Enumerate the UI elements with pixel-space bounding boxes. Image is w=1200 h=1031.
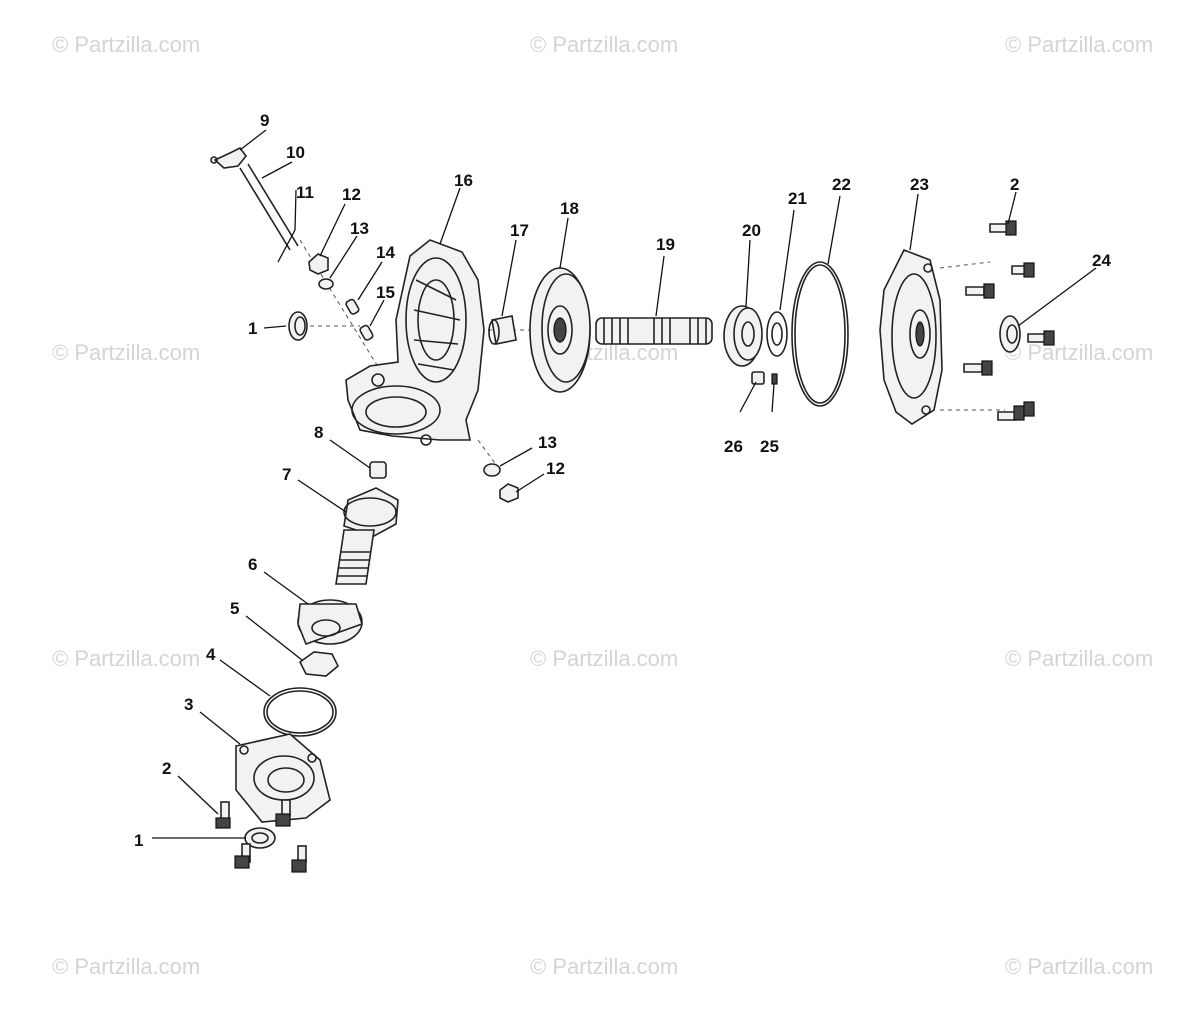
watermark: © Partzilla.com [1005,646,1153,671]
callout-labels: 9 10 11 12 13 14 15 1 16 17 18 19 20 21 … [134,111,1111,850]
callout-2-right: 2 [1010,175,1019,194]
part-20-bearing [723,305,763,367]
part-5-nut [298,651,339,677]
part-12-plug-upper [308,253,329,275]
watermark: © Partzilla.com [1005,32,1153,57]
callout-14: 14 [376,243,395,262]
part-25-pin [771,373,778,385]
part-6-bearing [297,599,363,646]
watermark: © Partzilla.com [52,954,200,979]
callout-19: 19 [656,235,675,254]
callout-20: 20 [742,221,761,240]
callout-8: 8 [314,423,323,442]
callout-16: 16 [454,171,473,190]
callout-13-lower: 13 [538,433,557,452]
callout-1-upper: 1 [248,319,257,338]
part-2-bolts-lower [215,799,307,873]
part-23-cover [879,248,943,425]
callout-13-upper: 13 [350,219,369,238]
callout-9: 9 [260,111,269,130]
part-12-plug-lower [499,483,519,503]
callout-11: 11 [296,183,314,202]
part-21-shim [766,311,788,357]
watermarks: © Partzilla.com © Partzilla.com © Partzi… [52,32,1153,979]
part-24-seal [999,315,1021,353]
part-2-bolts-right [963,220,1055,421]
callout-24: 24 [1092,251,1111,270]
watermark: © Partzilla.com [1005,340,1153,365]
watermark: © Partzilla.com [530,646,678,671]
callout-4: 4 [206,645,216,664]
part-7-pinion-gear [335,487,399,585]
callout-25: 25 [760,437,779,456]
callout-12-upper: 12 [342,185,361,204]
part-1-seal-upper [288,311,308,341]
part-18-ring-gear [529,267,591,393]
part-19-output-shaft [595,317,713,345]
part-4-o-ring [263,687,337,737]
callout-26: 26 [724,437,743,456]
callout-15: 15 [376,283,395,302]
callout-17: 17 [510,221,529,240]
watermark: © Partzilla.com [52,646,200,671]
part-14-dowel-pin [345,298,360,315]
part-10-vent-hose [239,163,299,251]
callout-3: 3 [184,695,193,714]
callout-12-lower: 12 [546,459,565,478]
watermark: © Partzilla.com [530,32,678,57]
part-17-bushing [488,315,517,345]
part-8-bushing [369,461,387,479]
watermark: © Partzilla.com [530,954,678,979]
callout-23: 23 [910,175,929,194]
part-26-bolt [751,371,765,385]
callout-6: 6 [248,555,257,574]
part-13-washer-upper [318,278,334,290]
part-15-dowel-pin [359,324,374,341]
callout-7: 7 [282,465,291,484]
callout-18: 18 [560,199,579,218]
callout-10: 10 [286,143,305,162]
part-3-cover [235,733,331,823]
part-9-vent-fitting [210,146,248,169]
part-13-washer-lower [483,463,501,477]
watermark: © Partzilla.com [52,340,200,365]
callout-2-lower: 2 [162,759,171,778]
callout-22: 22 [832,175,851,194]
leader-lines [152,129,1097,839]
watermark: © Partzilla.com [52,32,200,57]
part-16-gearcase-housing [345,239,485,446]
callout-5: 5 [230,599,239,618]
watermark: © Partzilla.com [1005,954,1153,979]
callout-21: 21 [788,189,807,208]
callout-1-lower: 1 [134,831,143,850]
part-22-o-ring [791,261,849,407]
